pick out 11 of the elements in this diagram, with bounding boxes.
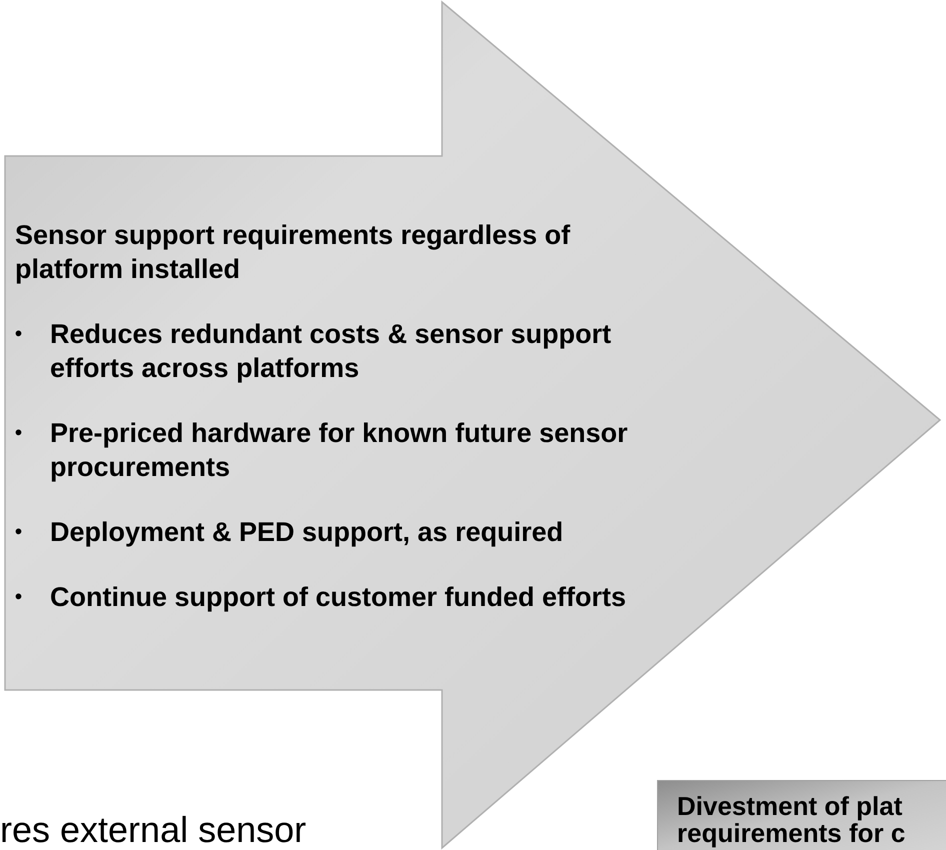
text-box: Divestment of plat requirements for c	[657, 780, 946, 850]
bullet-marker: •	[15, 520, 24, 545]
bullet-text: Deployment & PED support, as required	[50, 516, 564, 549]
bullet-text: Reduces redundant costs & sensor support efforts across platforms	[50, 318, 612, 385]
bullet-marker: •	[15, 322, 24, 347]
partial-text: res external sensor	[0, 808, 306, 850]
bullet-text: Continue support of customer funded efforts	[50, 581, 626, 614]
bullet-marker: •	[15, 585, 24, 610]
bullet-text: Pre-priced hardware for known future sensor procurements	[50, 417, 629, 484]
heading-text: Sensor support requirements regardless of platform installed	[15, 219, 572, 286]
bullet-marker: •	[15, 421, 24, 446]
